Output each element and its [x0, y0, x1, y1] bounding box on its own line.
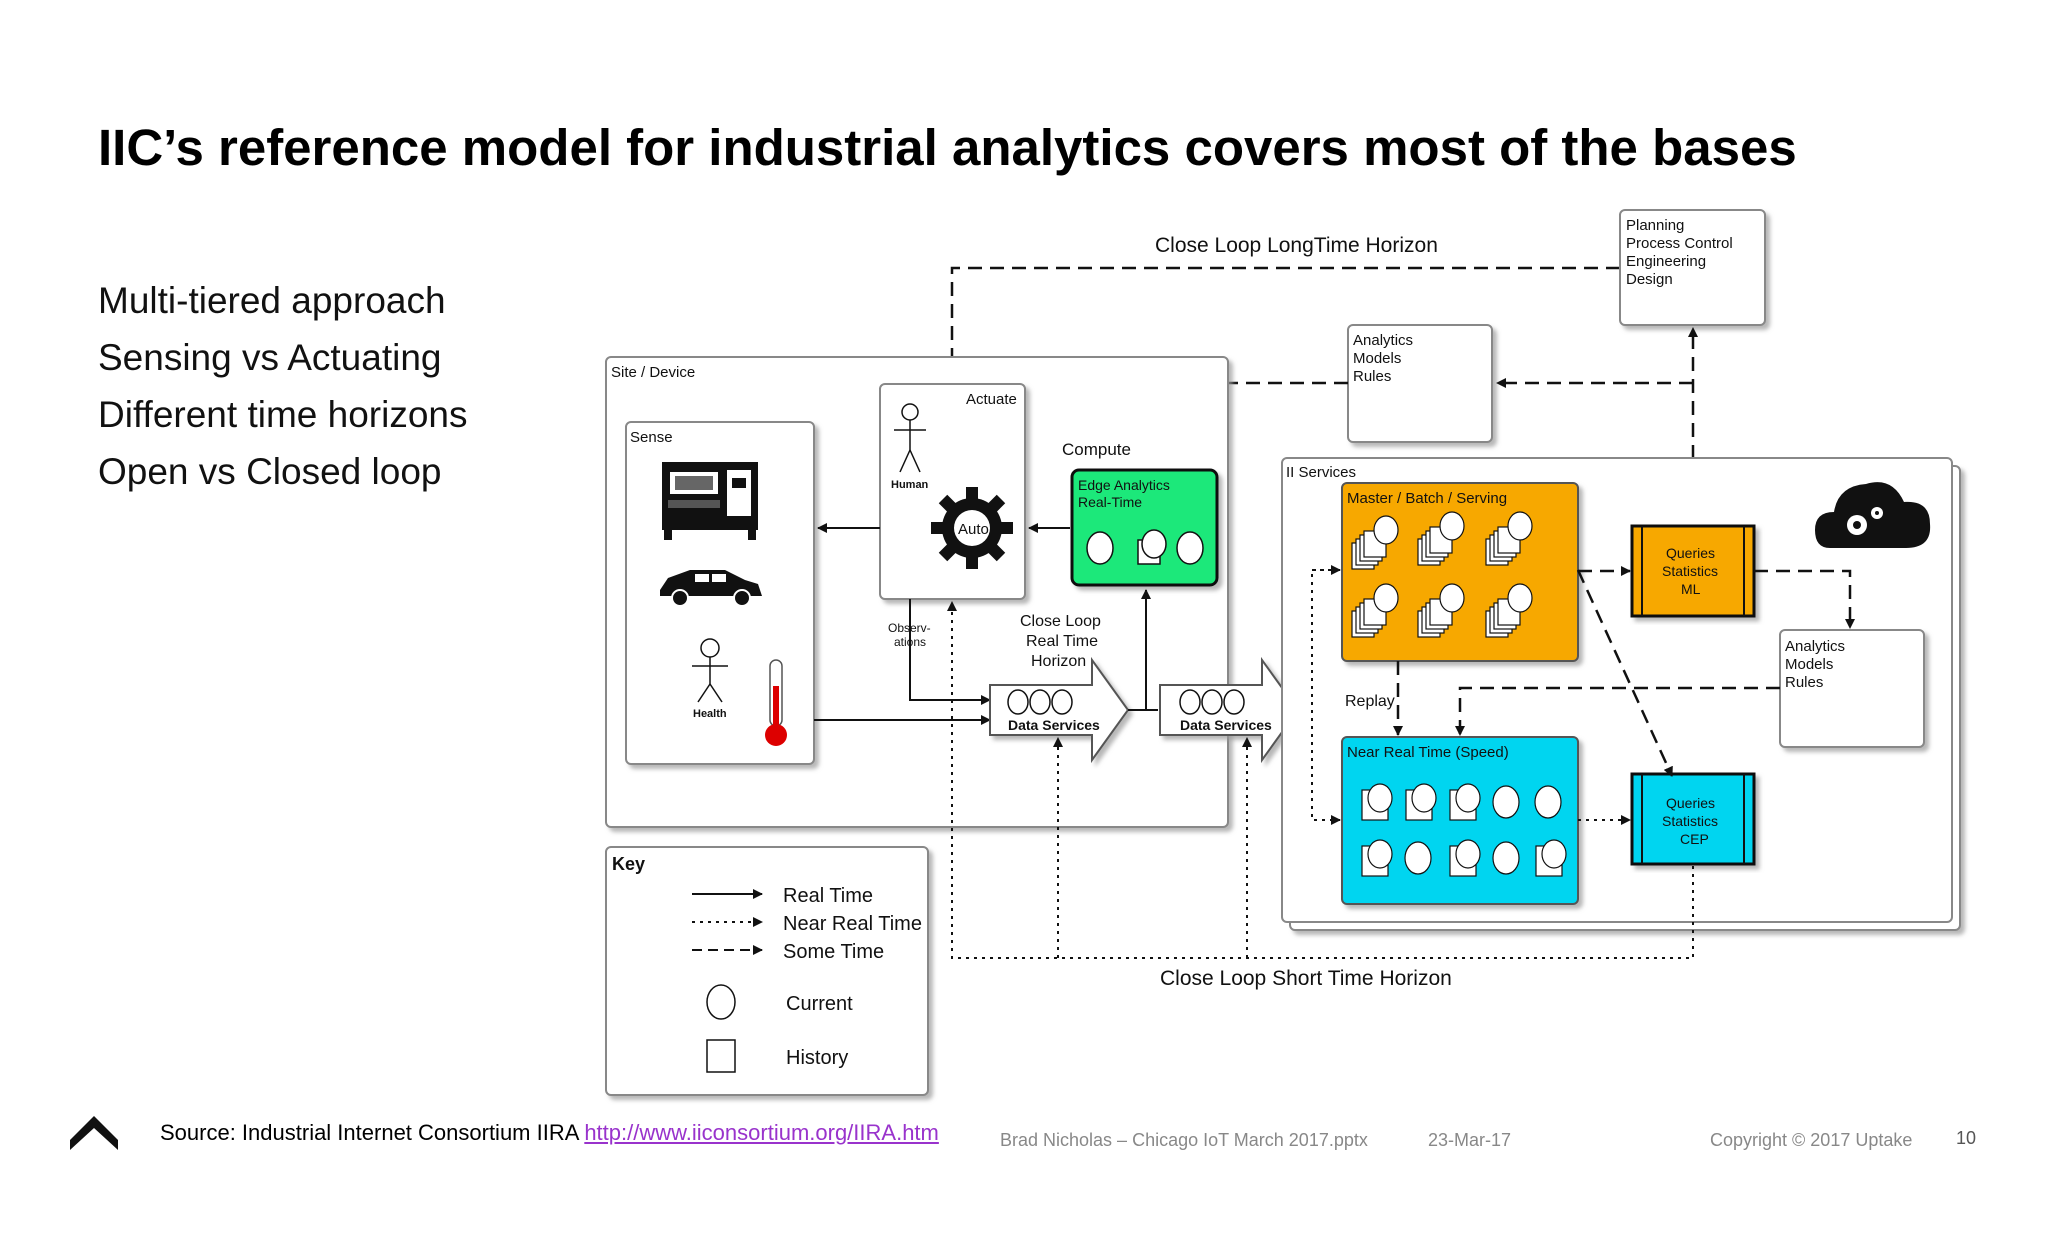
- edge-analytics-line: Real-Time: [1078, 494, 1142, 510]
- queries-cep-line: Statistics: [1662, 813, 1718, 829]
- master-batch-label: Master / Batch / Serving: [1347, 490, 1507, 507]
- gear-icon: [931, 487, 1013, 569]
- key-current: Current: [786, 993, 853, 1015]
- queries-ml-line: Statistics: [1662, 563, 1718, 579]
- close-loop-real-line: Close Loop: [1020, 613, 1101, 630]
- bullet-item: Sensing vs Actuating: [98, 337, 442, 378]
- queries-cep-line: Queries: [1666, 795, 1715, 811]
- key-box: [605, 846, 929, 1096]
- analytics-line: Analytics: [1785, 638, 1845, 655]
- data-services-label: Data Services: [1008, 717, 1100, 733]
- slide-title: IIC’s reference model for industrial ana…: [98, 119, 1797, 176]
- key-some-time: Some Time: [783, 941, 884, 963]
- sense-label: Sense: [630, 429, 673, 446]
- key-near-real-time: Near Real Time: [783, 913, 922, 935]
- human-label: Human: [891, 479, 929, 491]
- near-real-time-label: Near Real Time (Speed): [1347, 744, 1509, 761]
- person-human-icon: [894, 403, 926, 473]
- footer-file: Brad Nicholas – Chicago IoT March 2017.p…: [1000, 1130, 1368, 1150]
- auto-label: Auto: [958, 521, 989, 538]
- analytics-line: Rules: [1785, 674, 1823, 691]
- close-loop-short-label: Close Loop Short Time Horizon: [1160, 967, 1452, 990]
- site-device-label: Site / Device: [611, 364, 695, 381]
- cloud-gear-icon: [1815, 482, 1931, 548]
- data-services-label: Data Services: [1180, 717, 1272, 733]
- bullet-list: Multi-tiered approach Sensing vs Actuati…: [98, 272, 467, 500]
- analytics-line: Analytics: [1353, 332, 1413, 349]
- actuate-label: Actuate: [966, 391, 1017, 408]
- key-history: History: [786, 1047, 848, 1069]
- ii-services-label: II Services: [1286, 464, 1356, 481]
- source-citation: Source: Industrial Internet Consortium I…: [160, 1120, 939, 1146]
- bullet-item: Different time horizons: [98, 394, 468, 435]
- planning-line: Design: [1626, 271, 1673, 288]
- close-loop-long-label: Close Loop LongTime Horizon: [1155, 234, 1438, 257]
- analytics-line: Models: [1785, 656, 1833, 673]
- current-shape-icon: [706, 984, 736, 1020]
- bullet-item: Multi-tiered approach: [98, 280, 446, 321]
- footer-date: 23-Mar-17: [1428, 1130, 1512, 1150]
- master-batch-box: [1341, 482, 1579, 662]
- planning-line: Planning: [1626, 217, 1684, 234]
- footer-copyright: Copyright © 2017 Uptake: [1710, 1130, 1913, 1150]
- close-loop-real-line: Horizon: [1031, 653, 1086, 670]
- queries-cep-line: CEP: [1680, 831, 1709, 847]
- planning-box: [1619, 209, 1766, 326]
- queries-ml-line: ML: [1681, 581, 1701, 597]
- car-icon: [660, 570, 762, 607]
- uptake-chevron-icon: [70, 1116, 118, 1150]
- key-real-time: Real Time: [783, 885, 873, 907]
- analytics-line: Rules: [1353, 368, 1391, 385]
- queries-cep-box: [1630, 772, 1756, 866]
- planning-line: Engineering: [1626, 253, 1706, 270]
- planning-line: Process Control: [1626, 235, 1733, 252]
- actuate-box: [879, 383, 1026, 600]
- thermometer-icon: [765, 659, 787, 746]
- history-shape-icon: [706, 1039, 736, 1073]
- key-title: Key: [612, 854, 645, 874]
- health-label: Health: [693, 708, 727, 720]
- source-label: Source: Industrial Internet Consortium I…: [160, 1120, 585, 1145]
- person-health-icon: [692, 638, 728, 703]
- queries-ml-line: Queries: [1666, 545, 1715, 561]
- machine-icon: [662, 462, 758, 540]
- bullet-item: Open vs Closed loop: [98, 451, 442, 492]
- source-link[interactable]: http://www.iiconsortium.org/IIRA.htm: [584, 1120, 939, 1145]
- compute-label: Compute: [1062, 440, 1131, 459]
- queries-ml-box: [1630, 524, 1756, 618]
- edge-analytics-line: Edge Analytics: [1078, 477, 1170, 493]
- replay-label: Replay: [1345, 693, 1395, 710]
- close-loop-real-line: Real Time: [1026, 633, 1098, 650]
- analytics-line: Models: [1353, 350, 1401, 367]
- page-number: 10: [1956, 1128, 1977, 1148]
